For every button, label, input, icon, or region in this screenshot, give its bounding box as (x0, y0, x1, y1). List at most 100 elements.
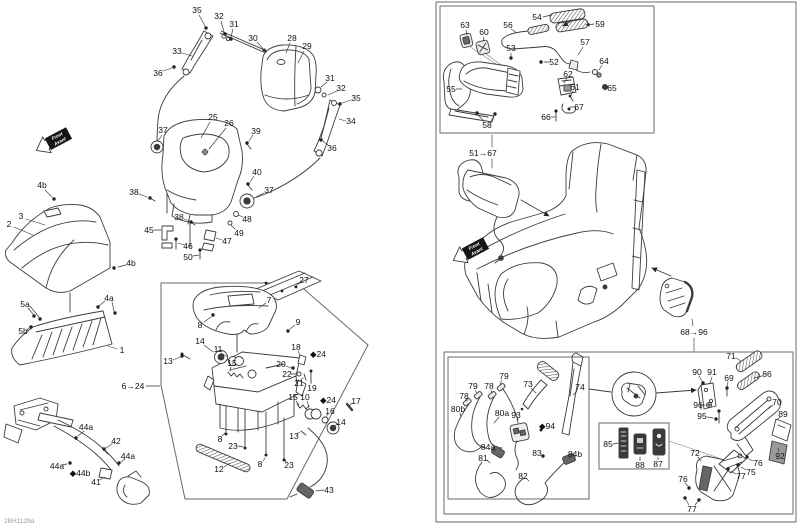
callout-26: 26 (224, 118, 234, 128)
leader-line (776, 416, 781, 421)
leader-line (29, 305, 40, 318)
fastener-dot (229, 37, 233, 41)
leader-line (348, 402, 353, 407)
callout-9: 9 (296, 317, 301, 327)
callout-3: 3 (19, 211, 24, 221)
callout-86: 86 (762, 369, 772, 379)
leader-line (249, 175, 255, 183)
leader-line (203, 344, 214, 353)
callout-84b: 84b (568, 449, 582, 459)
fastener-dot (113, 311, 117, 315)
fastener-dot (697, 498, 701, 502)
callout-68→96: 68→96 (680, 327, 708, 337)
callout-59: 59 (595, 19, 605, 29)
leader-line (748, 458, 754, 462)
fastener-dot (683, 496, 687, 500)
callout-44a: 44a (79, 422, 93, 432)
fastener-dot (291, 366, 295, 370)
callout-6→24: 6→24 (122, 381, 145, 391)
armrest-assembled-drawing (457, 159, 550, 264)
callout-8: 8 (198, 320, 203, 330)
callout-19: 19 (307, 383, 317, 393)
callout-54: 54 (532, 12, 542, 22)
leader-line (262, 457, 266, 462)
leader-line (138, 193, 148, 198)
fastener-dot (245, 141, 249, 145)
callout-4b: 4b (126, 258, 136, 268)
leader-line (563, 77, 568, 84)
grommet-37-left (150, 140, 164, 154)
leader-line (258, 302, 267, 309)
fastener-dot (204, 26, 208, 30)
callout-48: 48 (242, 214, 252, 224)
leader-line (162, 67, 173, 72)
backrest-adjuster-assembled-drawing (651, 267, 694, 318)
leader-line (327, 90, 338, 96)
callout-1: 1 (120, 345, 125, 355)
fastener-dot (74, 436, 78, 440)
fastener-dot (338, 102, 342, 106)
leader-line (99, 476, 106, 481)
leader-line (338, 118, 347, 122)
front-arrow-label-1: Front (51, 131, 64, 141)
leader-line (465, 398, 468, 402)
callout-70: 70 (772, 397, 782, 407)
leader-line (684, 482, 689, 487)
callout-16: 16 (325, 406, 335, 416)
callout-32: 32 (336, 83, 346, 93)
callout-27: 27 (299, 275, 309, 285)
grommet-37-right (239, 193, 255, 209)
leader-line (612, 442, 619, 445)
leader-line (709, 376, 713, 384)
leader-line (300, 377, 304, 381)
leader-line (753, 375, 763, 379)
callout-65: 65 (607, 83, 617, 93)
callout-44a: 44a (50, 461, 64, 471)
fastener-dot (223, 32, 227, 36)
fastener-dot (32, 314, 36, 318)
leader-line (285, 365, 292, 369)
callout-80b: 80b (451, 404, 465, 414)
mount-brackets-45-50 (161, 225, 217, 260)
callout-79: 79 (499, 371, 509, 381)
fastener-dot (148, 196, 152, 200)
leader-line (777, 447, 780, 453)
fastener-dot (112, 266, 116, 270)
callout-◆24: ◆24 (320, 395, 336, 405)
pivot-hardware-18-22 (296, 354, 313, 383)
leader-line (697, 456, 702, 462)
fastener-dot (38, 317, 42, 321)
leader-line (493, 416, 500, 424)
cover-7-drawing (192, 285, 277, 335)
leader-line (477, 114, 485, 122)
callout-32: 32 (214, 11, 224, 21)
callout-60: 60 (479, 27, 489, 37)
leader-line (192, 254, 200, 257)
callout-42: 42 (111, 436, 121, 446)
leader-line (25, 218, 46, 226)
seat-complete-drawing (464, 142, 648, 339)
callout-92: 92 (775, 451, 785, 461)
right-outer-box (435, 1, 797, 523)
callout-◆24: ◆24 (310, 349, 326, 359)
fastener-dot (211, 313, 215, 317)
leader-line (691, 318, 694, 327)
fastener-dot (319, 138, 323, 142)
callout-2: 2 (7, 219, 12, 229)
callout-90: 90 (692, 367, 702, 377)
leader-line (255, 192, 265, 198)
adjuster-parts-drawing (668, 350, 792, 502)
fastener-dot (189, 220, 193, 224)
callout-56: 56 (503, 20, 513, 30)
leader-line (120, 458, 126, 463)
fastener-dot (509, 56, 513, 60)
callout-31: 31 (325, 73, 335, 83)
leader-line (297, 50, 305, 64)
leader-line (572, 390, 578, 396)
wiring-inner-box (447, 356, 590, 500)
leader-line (256, 41, 267, 53)
callout-14: 14 (195, 336, 205, 346)
callout-31: 31 (229, 19, 239, 29)
fastener-dot (475, 111, 479, 115)
callout-12: 12 (214, 464, 224, 474)
